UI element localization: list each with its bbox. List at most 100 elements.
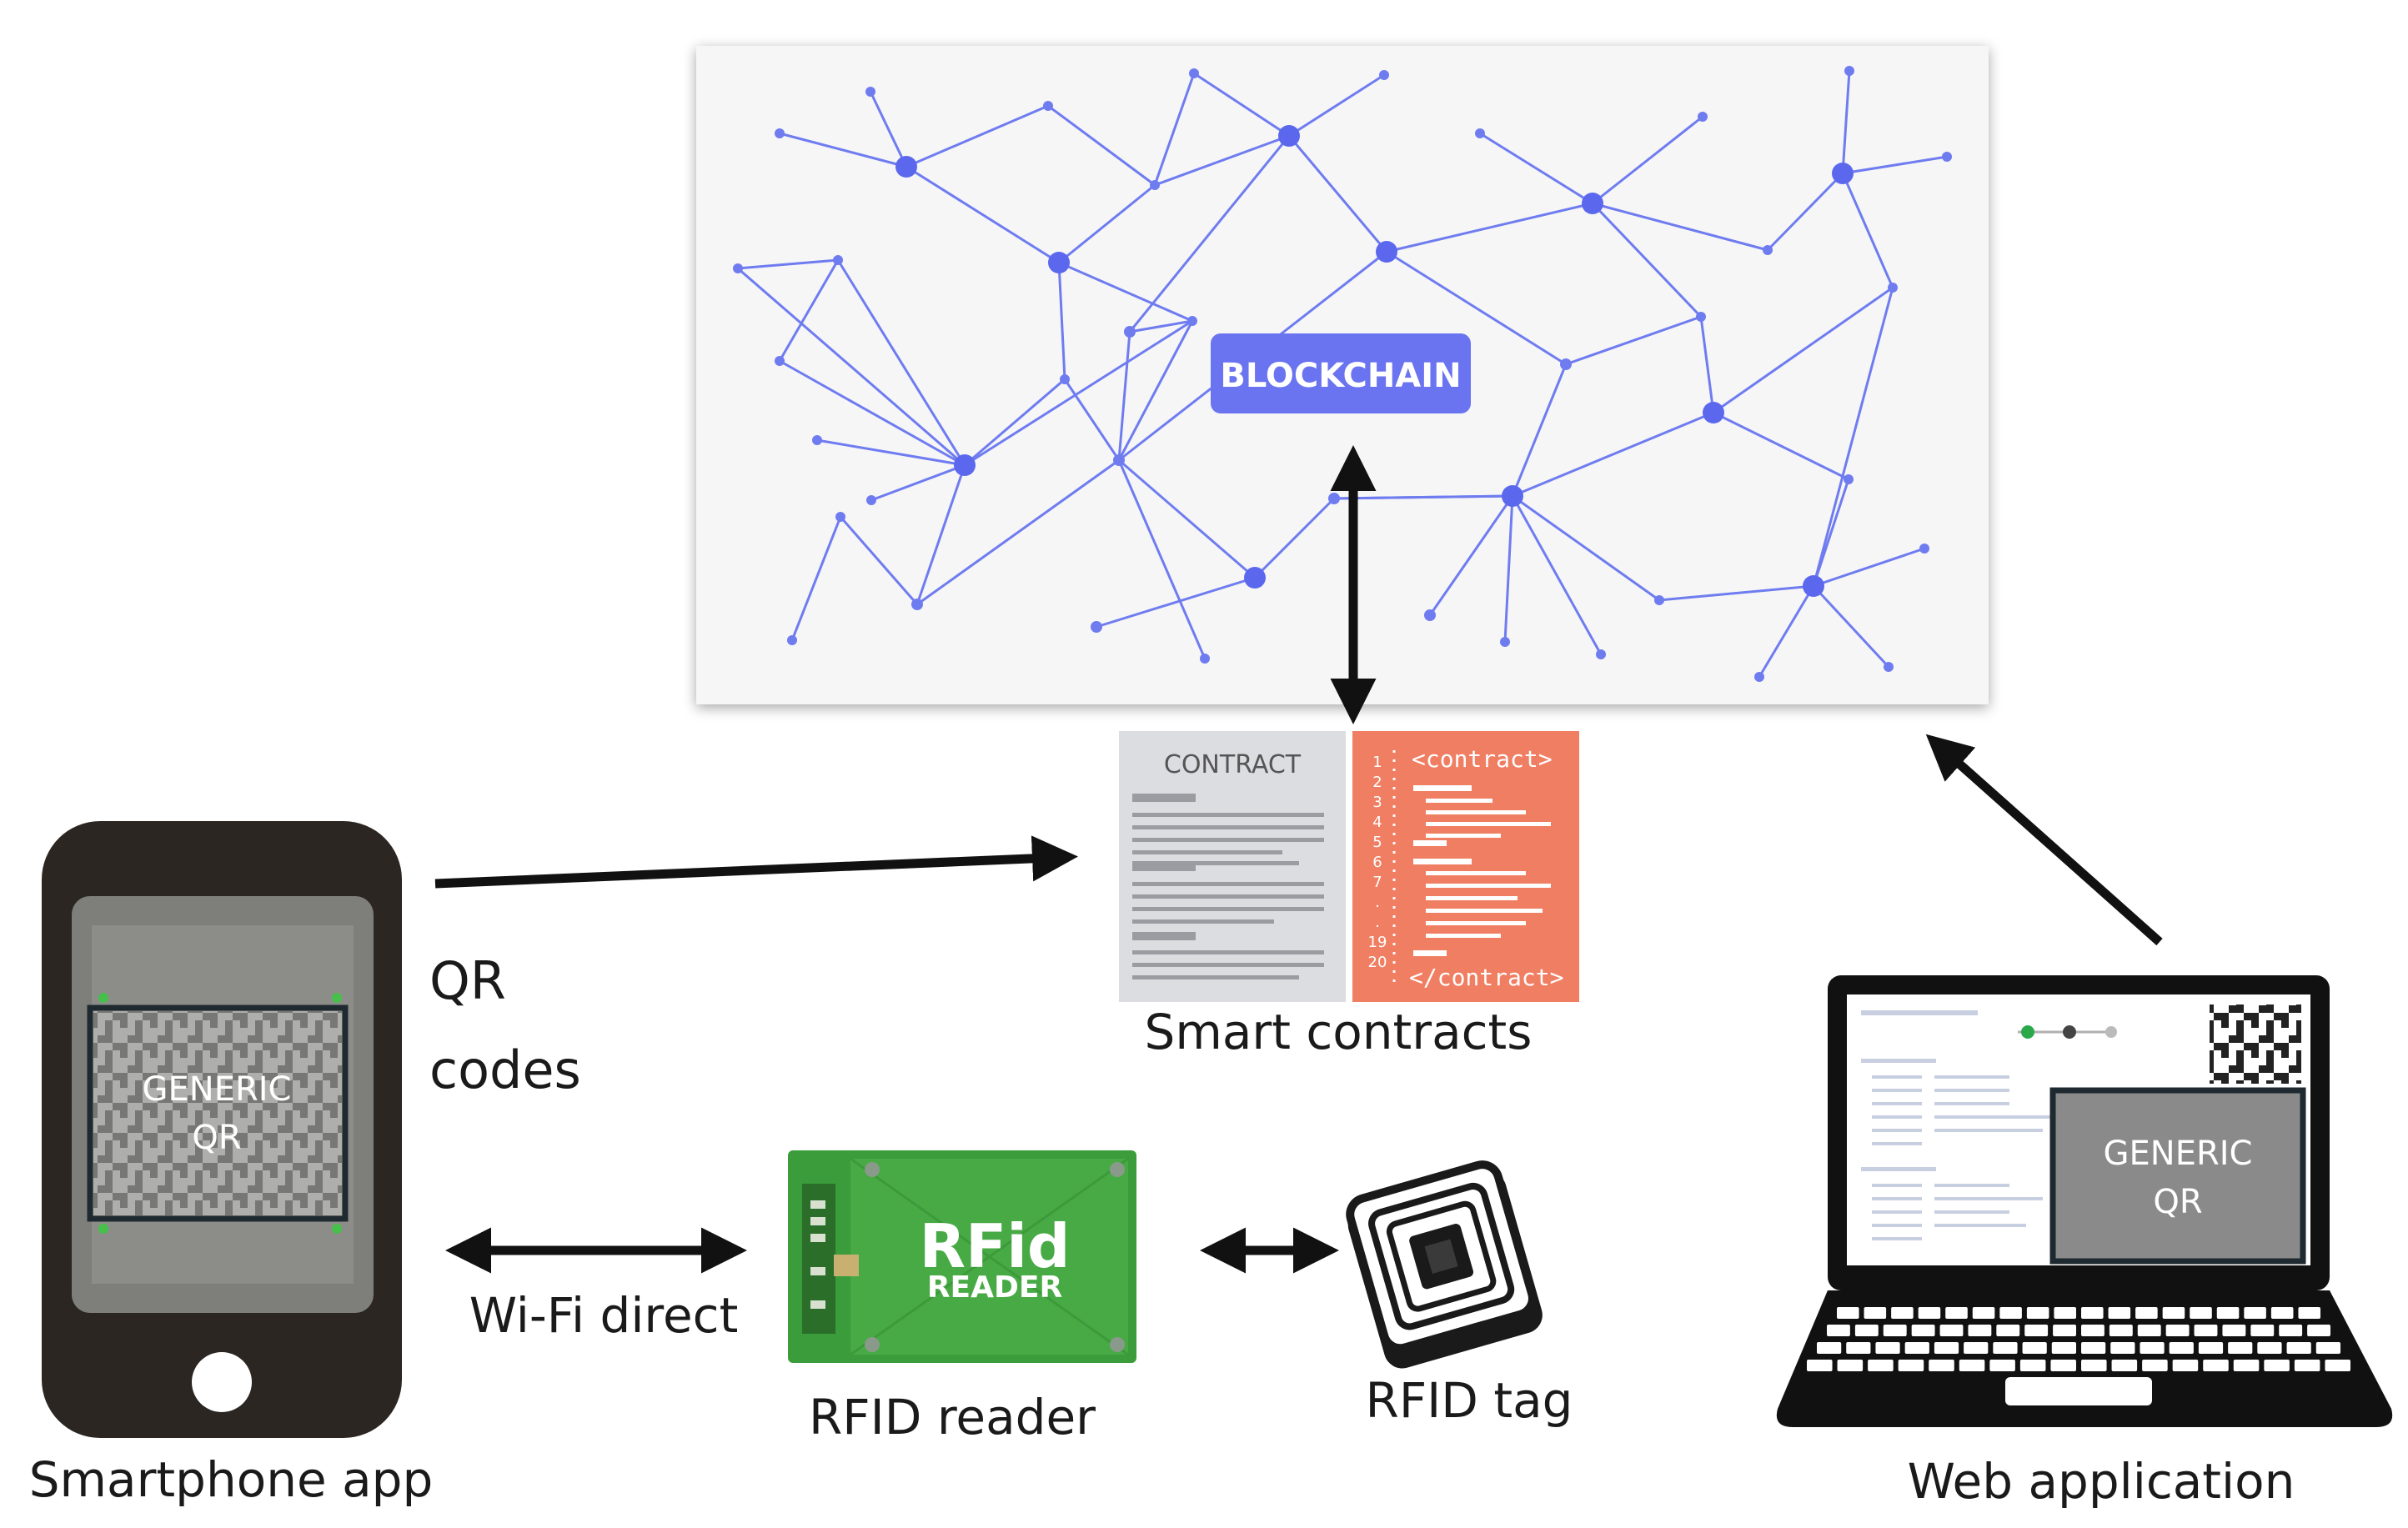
contract-code-open: <contract> bbox=[1412, 745, 1553, 773]
network-edge bbox=[1766, 172, 1844, 252]
keyboard-key bbox=[2165, 1325, 2190, 1336]
keyboard-key bbox=[2294, 1360, 2320, 1371]
laptop-trackpad bbox=[2005, 1377, 2152, 1405]
contract-line-number: . bbox=[1375, 894, 1380, 911]
network-edge bbox=[1117, 459, 1207, 659]
keyboard-key bbox=[2081, 1307, 2104, 1319]
network-node bbox=[1048, 252, 1070, 273]
keyboard-key bbox=[2169, 1342, 2194, 1354]
keyboard-key bbox=[2111, 1360, 2138, 1371]
keyboard-key bbox=[1929, 1360, 1954, 1371]
contract-line-number: 1 bbox=[1372, 754, 1382, 771]
keyboard-key bbox=[1837, 1307, 1859, 1319]
network-edge bbox=[1058, 261, 1193, 323]
keyboard-key bbox=[2053, 1325, 2076, 1336]
network-edge bbox=[790, 516, 842, 641]
network-node bbox=[835, 512, 845, 522]
network-edge bbox=[1658, 584, 1814, 602]
keyboard-key bbox=[2315, 1342, 2340, 1354]
keyboard-key bbox=[2203, 1360, 2229, 1371]
network-edge bbox=[906, 104, 1049, 168]
keyboard-key bbox=[2081, 1342, 2106, 1354]
network-node bbox=[1703, 402, 1724, 423]
contract-line-number: 20 bbox=[1368, 954, 1387, 971]
network-edge bbox=[1058, 183, 1156, 264]
network-node bbox=[1500, 637, 1510, 647]
network-edge bbox=[1812, 478, 1850, 587]
web-app-qr-text-2: QR bbox=[2153, 1183, 2202, 1221]
contract-code-close: </contract> bbox=[1409, 964, 1563, 991]
network-node bbox=[866, 495, 876, 505]
keyboard-key bbox=[2081, 1360, 2107, 1371]
keyboard-key bbox=[1846, 1342, 1871, 1354]
network-edge bbox=[1096, 576, 1256, 629]
keyboard-key bbox=[2325, 1360, 2350, 1371]
network-node bbox=[911, 599, 923, 610]
network-node bbox=[1043, 101, 1053, 111]
rfid-reader-label: RFID reader bbox=[809, 1389, 1096, 1445]
keyboard-key bbox=[1999, 1307, 2022, 1319]
network-edge bbox=[916, 464, 966, 605]
network-node bbox=[775, 128, 785, 138]
keyboard-key bbox=[2198, 1342, 2224, 1354]
network-node bbox=[954, 454, 976, 476]
keyboard-key bbox=[1934, 1342, 1959, 1354]
network-node bbox=[1091, 621, 1102, 633]
keyboard-key bbox=[2054, 1307, 2076, 1319]
contract-line-number: 6 bbox=[1372, 854, 1382, 871]
network-edge bbox=[1117, 320, 1194, 461]
network-edge bbox=[869, 91, 908, 168]
keyboard-key bbox=[1827, 1325, 1850, 1336]
network-node bbox=[1187, 316, 1197, 326]
network-edge bbox=[1479, 132, 1593, 205]
network-node bbox=[833, 255, 843, 265]
network-edge bbox=[1512, 494, 1660, 602]
network-node bbox=[1560, 358, 1572, 370]
web-application-label: Web application bbox=[1908, 1453, 2295, 1510]
network-node bbox=[1919, 544, 1929, 554]
network-edge bbox=[1129, 319, 1193, 333]
rfid-reader-board-icon: RFid READER bbox=[788, 1150, 1136, 1363]
keyboard-key bbox=[1817, 1342, 1842, 1354]
network-node bbox=[1379, 70, 1389, 80]
network-edge bbox=[1118, 458, 1256, 579]
network-node bbox=[812, 435, 822, 445]
keyboard-key bbox=[2257, 1342, 2282, 1354]
network-node bbox=[733, 263, 743, 273]
network-edge bbox=[1288, 73, 1385, 138]
network-node bbox=[865, 87, 875, 97]
keyboard-key bbox=[2190, 1307, 2212, 1319]
network-node bbox=[1803, 575, 1824, 597]
keyboard-key bbox=[2135, 1307, 2158, 1319]
blockchain-label: BLOCKCHAIN bbox=[1220, 357, 1461, 395]
network-edge bbox=[1253, 497, 1336, 579]
network-edge bbox=[778, 259, 840, 362]
smartphone-app-label: Smartphone app bbox=[29, 1451, 434, 1508]
keyboard-key bbox=[2140, 1342, 2165, 1354]
network-edge bbox=[779, 359, 966, 467]
laptop-icon: GENERIC QR bbox=[1776, 975, 2393, 1427]
network-edge bbox=[737, 267, 966, 467]
keyboard-key bbox=[1945, 1307, 1968, 1319]
network-edge bbox=[1287, 135, 1388, 253]
network-edge bbox=[1713, 411, 1849, 481]
keyboard-key bbox=[2307, 1325, 2330, 1336]
network-edge bbox=[1128, 135, 1291, 333]
arrow-webapp-blockchain bbox=[1925, 734, 2163, 946]
smart-contracts-label: Smart contracts bbox=[1145, 1004, 1533, 1060]
network-node bbox=[1763, 245, 1773, 255]
home-button bbox=[192, 1352, 252, 1412]
web-app-form-lines bbox=[1861, 1010, 2101, 1240]
keyboard-key bbox=[2162, 1307, 2185, 1319]
contract-line-number: 2 bbox=[1372, 774, 1382, 791]
keyboard-key bbox=[2109, 1325, 2133, 1336]
network-node bbox=[1244, 567, 1266, 589]
blockchain-badge: BLOCKCHAIN bbox=[1211, 333, 1471, 413]
qr-codes-label-line2: codes bbox=[429, 1040, 581, 1100]
keyboard-key bbox=[2222, 1325, 2246, 1336]
network-edge bbox=[964, 319, 1193, 467]
keyboard-key bbox=[1898, 1360, 1924, 1371]
network-edge bbox=[1047, 104, 1156, 187]
keyboard-key bbox=[2194, 1325, 2218, 1336]
